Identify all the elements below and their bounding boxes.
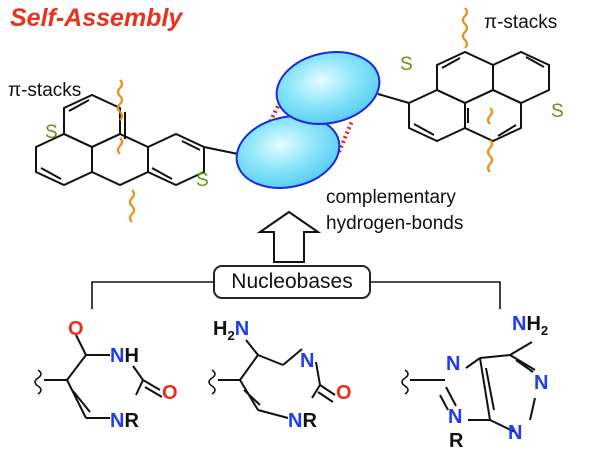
- uracil-nh: NH: [110, 345, 139, 368]
- adenine-r: R: [449, 430, 464, 452]
- right-dithia-pyrene: [408, 50, 550, 143]
- cytosine-amine: H2N: [213, 318, 250, 343]
- pi-stacks-label-left: π-stacks: [8, 80, 82, 101]
- adenine-structure: [410, 341, 536, 433]
- sulfur-atom-left-top: S: [45, 122, 58, 143]
- cytosine-r: R: [302, 410, 317, 432]
- uracil-n1: N: [110, 410, 125, 432]
- pi-stacks-label-right: π-stacks: [484, 12, 558, 33]
- sulfur-atom-right-top: S: [400, 54, 413, 75]
- hbond-label-line1: complementary: [326, 187, 456, 208]
- uracil-oxygen-right: O: [162, 382, 178, 404]
- uracil-attachment-wavy: [34, 369, 42, 395]
- cytosine-oxygen: O: [336, 382, 352, 404]
- hbond-label-line2: hydrogen-bonds: [326, 213, 464, 234]
- uracil-structure: [44, 334, 163, 419]
- cytosine-nr: NR: [288, 410, 317, 433]
- uracil-nr: NR: [110, 410, 139, 433]
- sulfur-atom-left-bottom: S: [196, 170, 209, 191]
- up-arrow: [256, 210, 322, 263]
- left-dithia-pyrene: [35, 93, 205, 187]
- nucleobases-box: Nucleobases: [213, 265, 371, 299]
- cytosine-n3: N: [300, 350, 315, 372]
- uracil-oxygen-top: O: [68, 318, 84, 340]
- uracil-h3: H: [124, 345, 139, 367]
- nucleobase-bracket: [91, 281, 501, 309]
- nucleobase-ellipse-upper: [275, 51, 381, 125]
- adenine-n7: N: [446, 353, 461, 375]
- nucleobase-ellipse-lower: [235, 115, 341, 189]
- right-linker-bond: [377, 93, 410, 104]
- sulfur-atom-right-bottom: S: [551, 101, 564, 122]
- cytosine-n1: N: [288, 410, 303, 432]
- adenine-n1: N: [534, 372, 549, 394]
- left-linker-bond: [203, 146, 239, 155]
- adenine-n9: N: [448, 406, 463, 428]
- adenine-n3: N: [508, 422, 523, 444]
- cytosine-amine-n: N: [234, 318, 250, 340]
- cytosine-structure: [218, 339, 336, 419]
- uracil-n3: N: [110, 345, 125, 367]
- uracil-r: R: [124, 410, 139, 432]
- diagram-title: Self-Assembly: [10, 4, 183, 32]
- left-pi-stack-wavy-lines: [116, 79, 136, 223]
- cytosine-attachment-wavy: [208, 369, 216, 395]
- adenine-attachment-wavy: [401, 369, 409, 395]
- right-pi-stack-wavy-lines: [461, 7, 494, 173]
- adenine-amine: NH2: [512, 313, 549, 338]
